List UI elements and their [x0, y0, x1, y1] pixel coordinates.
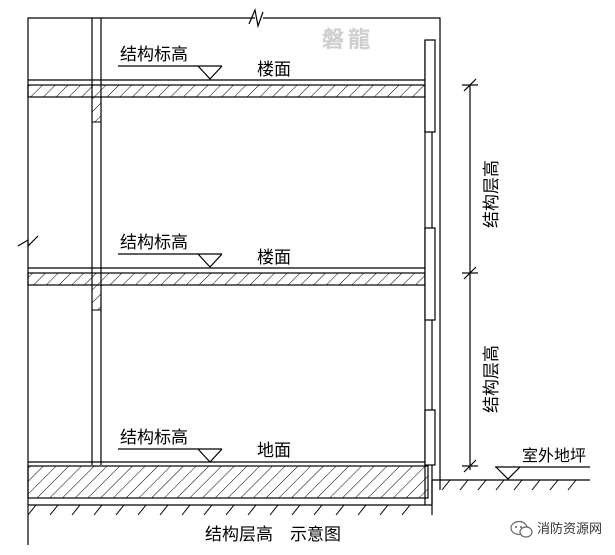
- floor-surface-label-2: 楼面: [257, 248, 291, 268]
- source-badge: 消防资源网: [510, 520, 602, 538]
- floor-slab-2: [27, 267, 426, 311]
- source-badge-text: 消防资源网: [537, 521, 602, 537]
- dimension-line: [462, 78, 478, 473]
- structural-level-label-2: 结构标高: [120, 233, 188, 253]
- floor-slab-1: [27, 79, 426, 123]
- level-marker-3: [118, 448, 223, 463]
- building-outline: [17, 7, 441, 545]
- outdoor-level-marker: [495, 466, 590, 480]
- level-marker-2: [118, 253, 223, 268]
- watermark: 磐龍: [322, 27, 374, 53]
- wechat-icon: [510, 520, 533, 538]
- floor-surface-label-1: 楼面: [257, 60, 291, 80]
- outdoor-ground: [431, 479, 590, 515]
- floor-height-label-2: 结构层高: [482, 345, 502, 413]
- structural-level-label-1: 结构标高: [120, 45, 188, 65]
- ground-slab: [27, 461, 432, 516]
- diagram-caption: 结构层高 示意图: [205, 525, 341, 545]
- level-marker-1: [118, 65, 223, 80]
- structural-level-label-3: 结构标高: [120, 428, 188, 448]
- floor-height-label-1: 结构层高: [482, 160, 502, 228]
- ground-surface-label: 地面: [257, 441, 291, 461]
- outdoor-ground-label: 室外地坪: [522, 446, 586, 465]
- facade-wall: [424, 39, 436, 505]
